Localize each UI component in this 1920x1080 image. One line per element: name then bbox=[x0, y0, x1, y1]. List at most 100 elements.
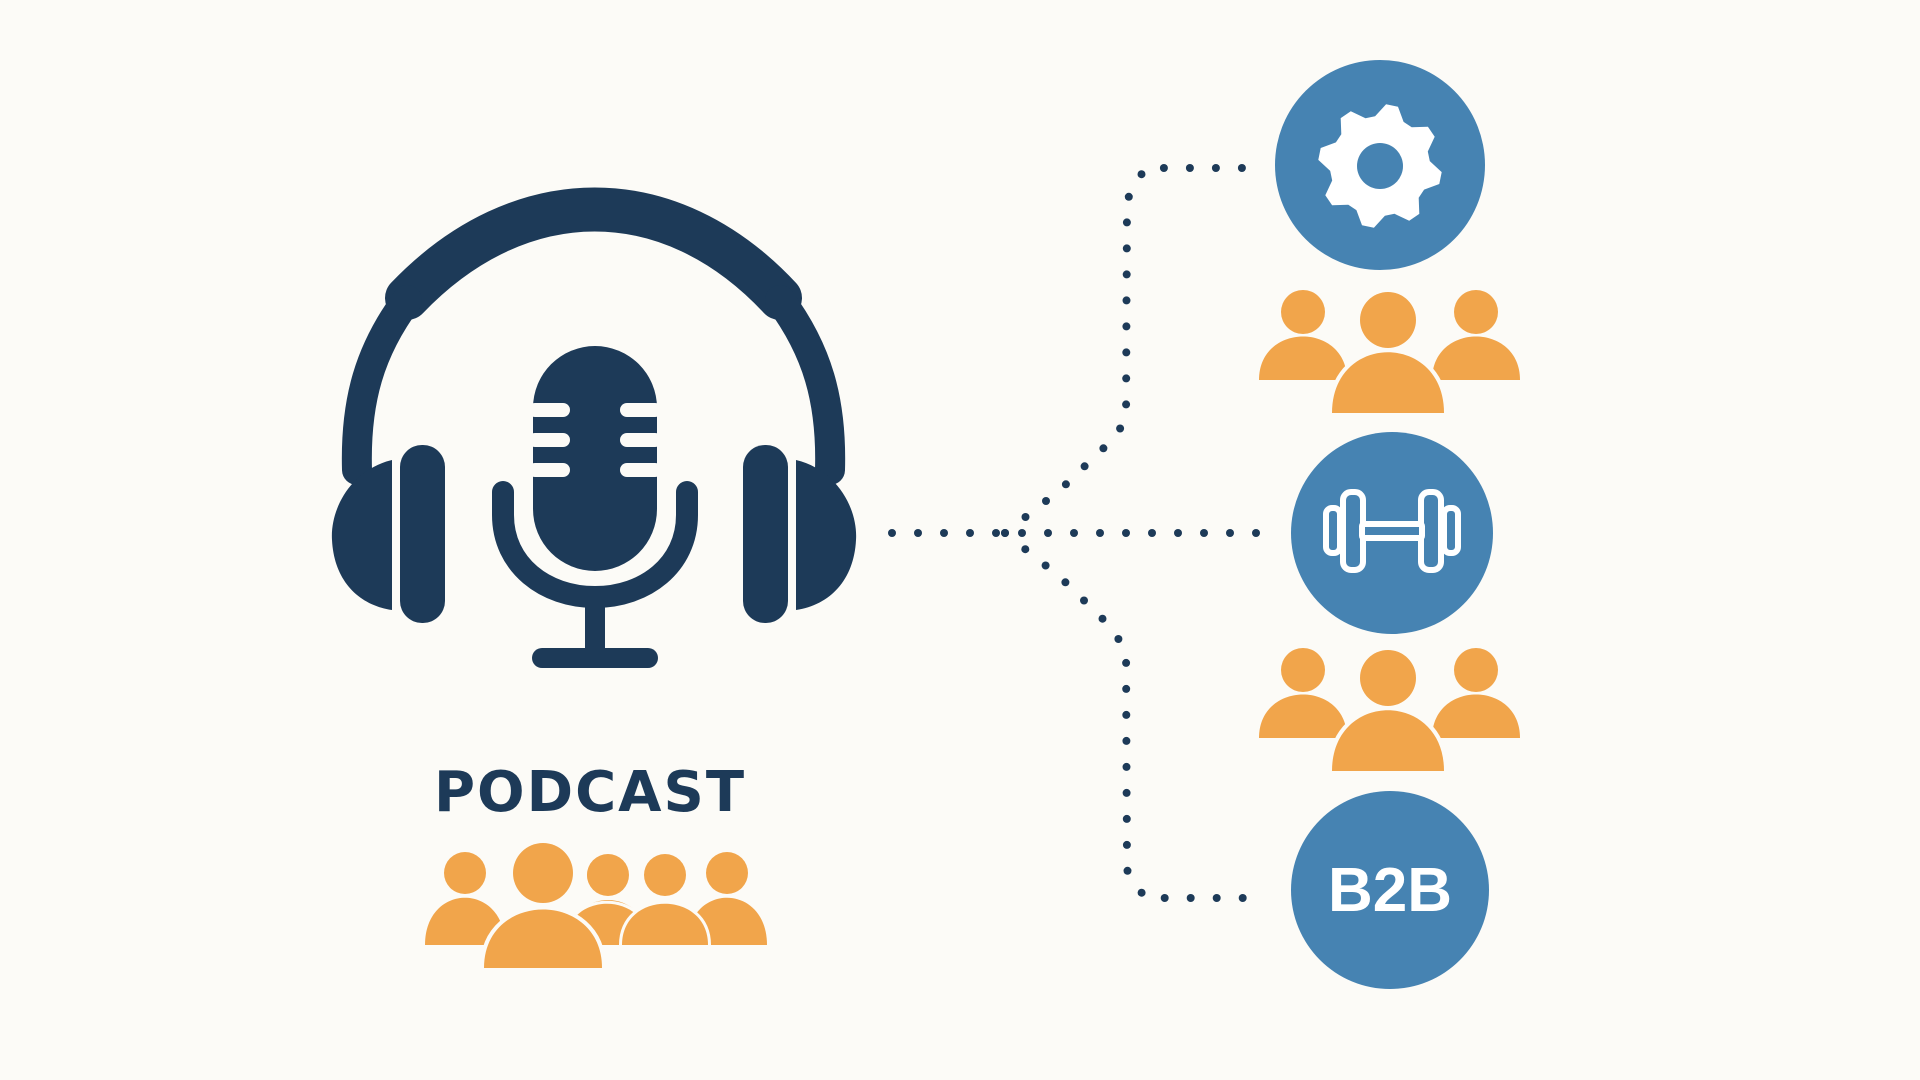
audience-group-icon bbox=[425, 843, 767, 972]
person-icon bbox=[1327, 292, 1449, 417]
connector-dot bbox=[1122, 348, 1131, 357]
connector-dot bbox=[1124, 192, 1133, 201]
microphone-holder bbox=[492, 481, 698, 609]
connector-dot bbox=[1148, 529, 1156, 537]
connector-dot bbox=[1122, 218, 1131, 227]
person-icon bbox=[1432, 648, 1520, 738]
person-icon bbox=[1259, 648, 1347, 738]
microphone-stem bbox=[585, 598, 605, 650]
headband bbox=[385, 187, 802, 320]
connector-dot bbox=[1237, 164, 1246, 172]
connector-dot bbox=[1042, 497, 1050, 505]
earcup-right-outer bbox=[796, 460, 857, 610]
person-icon bbox=[618, 854, 712, 948]
connector-dot bbox=[1122, 529, 1130, 537]
connector-dot bbox=[1122, 400, 1131, 409]
connector-dot bbox=[1122, 374, 1131, 383]
headband-side-right bbox=[765, 285, 846, 485]
headphones-microphone-icon bbox=[331, 187, 857, 668]
connector-dot bbox=[1061, 480, 1070, 489]
person-icon bbox=[425, 852, 505, 945]
connector-dot bbox=[1226, 529, 1234, 537]
connector-dot bbox=[1186, 894, 1195, 902]
connector-dot bbox=[1122, 840, 1131, 849]
connector-dot bbox=[966, 529, 974, 537]
person-head bbox=[587, 855, 627, 895]
connector-dot bbox=[992, 529, 1000, 537]
connector-dot bbox=[1114, 635, 1123, 643]
connector-dot bbox=[1021, 545, 1030, 554]
connector-dot bbox=[1018, 529, 1026, 537]
connector-dot bbox=[1122, 762, 1131, 771]
connector-dot bbox=[1080, 596, 1088, 605]
connector-dot bbox=[1174, 529, 1182, 537]
person-body bbox=[1432, 336, 1520, 380]
connector-dot bbox=[1122, 322, 1131, 331]
person-head bbox=[1360, 650, 1416, 706]
grille-slot bbox=[620, 403, 662, 417]
person-head bbox=[1454, 648, 1498, 692]
person-head bbox=[1281, 648, 1325, 692]
person-icon bbox=[1432, 290, 1520, 380]
grille-slot bbox=[620, 463, 662, 477]
person-icon bbox=[1259, 290, 1347, 380]
connector-dot bbox=[1122, 270, 1131, 279]
person-body bbox=[618, 900, 712, 948]
people-group-icon bbox=[1259, 648, 1520, 775]
connector-dot bbox=[1044, 529, 1052, 537]
headband-side-left bbox=[341, 285, 422, 485]
gear-hole bbox=[1357, 143, 1403, 189]
connector-dot bbox=[1001, 529, 1009, 537]
connector-dot bbox=[1021, 513, 1030, 521]
connector-dot bbox=[1160, 894, 1169, 902]
connector-dot bbox=[1122, 736, 1131, 745]
connector-dot bbox=[1122, 658, 1131, 667]
people-group-icon bbox=[1259, 290, 1520, 417]
connector-dot bbox=[1041, 561, 1050, 570]
microphone-capsule bbox=[533, 346, 657, 571]
b2b-label: B2B bbox=[1327, 856, 1453, 925]
person-head bbox=[1360, 292, 1416, 348]
connector-dot bbox=[1116, 424, 1125, 433]
earcup-right-inner bbox=[743, 445, 788, 623]
connector-dot bbox=[1122, 710, 1131, 719]
podcast-title: PODCAST bbox=[433, 760, 747, 825]
connector-dot bbox=[1200, 529, 1208, 537]
connector-dot bbox=[1212, 894, 1221, 902]
person-head bbox=[1454, 290, 1498, 334]
person-head bbox=[706, 852, 748, 894]
connector-dot bbox=[1099, 444, 1108, 453]
connector-dot bbox=[1137, 888, 1146, 897]
person-head bbox=[1281, 290, 1325, 334]
connector-dot bbox=[1080, 462, 1089, 471]
connector-dot bbox=[914, 529, 922, 537]
grille-slot bbox=[528, 463, 570, 477]
connector-dot bbox=[1137, 170, 1146, 179]
dotted-connectors bbox=[888, 164, 1260, 902]
grille-slot bbox=[528, 403, 570, 417]
person-body bbox=[1432, 694, 1520, 738]
connector-dot bbox=[1211, 164, 1220, 172]
connector-dot bbox=[1122, 296, 1131, 305]
connector-dot bbox=[940, 529, 948, 537]
grille-slot bbox=[620, 433, 662, 447]
connector-dot bbox=[1122, 788, 1131, 797]
person-body bbox=[1327, 706, 1449, 775]
b2b-badge bbox=[1291, 791, 1489, 989]
gear-badge bbox=[1275, 60, 1485, 270]
person-body bbox=[1259, 694, 1347, 738]
connector-dot bbox=[1122, 814, 1131, 823]
person-head bbox=[513, 843, 573, 903]
connector-dot bbox=[1070, 529, 1078, 537]
connector-dot bbox=[1159, 164, 1168, 172]
person-head bbox=[444, 852, 486, 894]
microphone-base bbox=[532, 648, 658, 668]
dumbbell-icon bbox=[1323, 489, 1461, 573]
connector-dot bbox=[1061, 578, 1070, 587]
person-body bbox=[1259, 336, 1347, 380]
connector-dot bbox=[1122, 244, 1131, 253]
person-body bbox=[1327, 348, 1449, 417]
b2b-badge-circle bbox=[1291, 791, 1489, 989]
connector-dot bbox=[1185, 164, 1194, 172]
